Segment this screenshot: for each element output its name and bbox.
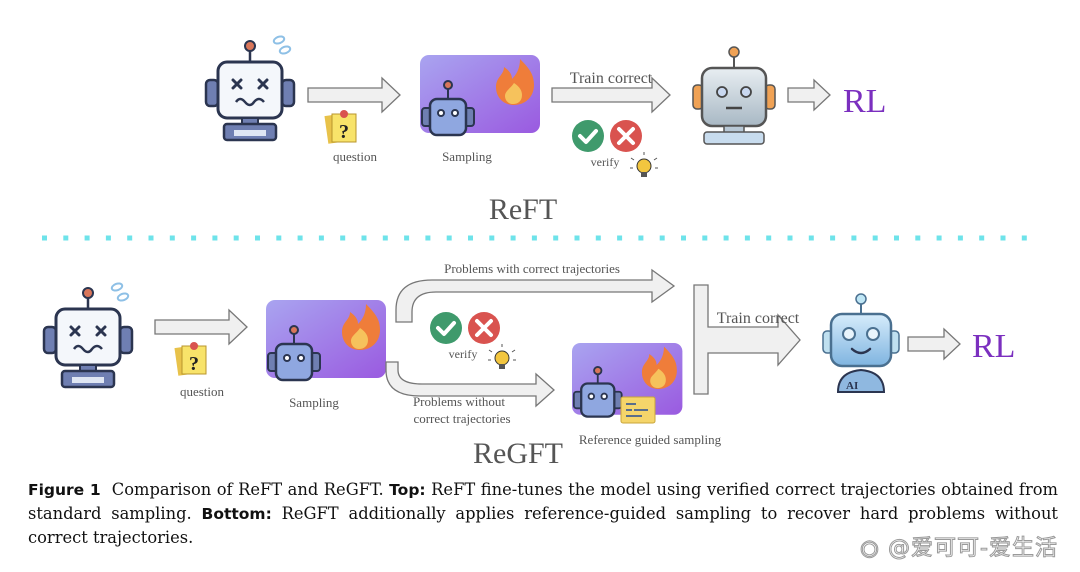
arrow-to-rl-bottom xyxy=(907,327,961,361)
watermark: ◉ @爱可可-爱生活 xyxy=(859,530,1058,562)
without-correct-label-2: correct trajectories xyxy=(413,411,510,426)
top-train-label: Train correct xyxy=(570,70,653,87)
top-sampling-label: Sampling xyxy=(442,149,492,164)
regft-title: ReGFT xyxy=(473,437,563,470)
with-correct-label: Problems with correct trajectories xyxy=(444,261,620,276)
top-rl-label: RL xyxy=(843,83,886,120)
reference-sampling-card-icon xyxy=(570,341,684,424)
sad-robot-icon xyxy=(204,34,296,142)
neutral-robot-icon xyxy=(692,46,776,145)
weibo-icon: ◉ xyxy=(859,536,881,562)
svg-text:AI: AI xyxy=(846,380,858,392)
bottom-question-label: question xyxy=(180,384,225,399)
caption-top-text: ReFT fine-tunes the model using verified… xyxy=(28,480,1058,523)
reference-guided-label: Reference guided sampling xyxy=(579,432,722,447)
arrow-question xyxy=(307,76,401,114)
arrow-question xyxy=(154,308,248,346)
caption-top-label: Top: xyxy=(389,481,426,499)
reft-title: ReFT xyxy=(489,193,557,226)
arrow-without-correct xyxy=(385,361,555,408)
bottom-train-label: Train correct xyxy=(717,310,800,327)
caption-figure-label: Figure 1 xyxy=(28,481,101,499)
arrow-with-correct xyxy=(395,268,676,323)
arrow-train-correct xyxy=(551,76,671,114)
arrow-to-rl-top xyxy=(787,78,831,112)
top-question-label: question xyxy=(333,149,378,164)
without-correct-label-1: Problems without xyxy=(413,394,505,409)
bottom-verify-label: verify xyxy=(449,347,478,361)
bottom-sampling-label: Sampling xyxy=(289,395,339,410)
watermark-text: @爱可可-爱生活 xyxy=(888,536,1058,562)
arrow-merge-train xyxy=(693,284,801,395)
sampling-card-icon xyxy=(418,53,542,137)
top-verify-label: verify xyxy=(591,155,620,169)
figure-caption: Figure 1 Comparison of ReFT and ReGFT. T… xyxy=(28,478,1058,550)
sampling-card-icon xyxy=(264,298,388,382)
diagram-canvas: ? question Sampling Train correct verify xyxy=(42,34,1030,470)
question-note-icon xyxy=(173,341,207,377)
caption-bottom-label: Bottom: xyxy=(201,505,272,523)
question-note-icon xyxy=(323,109,357,145)
caption-intro: Comparison of ReFT and ReGFT. xyxy=(111,480,384,499)
sad-robot-icon xyxy=(42,281,134,389)
ai-robot-icon: AI xyxy=(822,293,900,393)
bottom-rl-label: RL xyxy=(972,328,1015,365)
caption-bottom-text: ReGFT additionally applies reference-gui… xyxy=(28,504,1058,547)
